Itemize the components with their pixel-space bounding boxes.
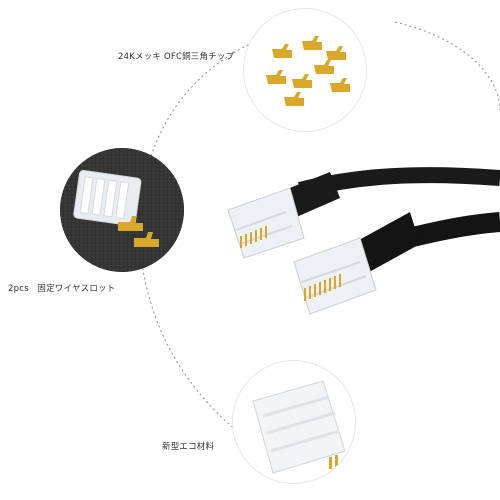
rj45-connector-icon — [227, 187, 305, 259]
eco-material-label: 新型エコ材料 — [162, 442, 215, 452]
gold-contacts-detail — [243, 8, 367, 132]
eco-material-detail — [232, 360, 356, 484]
rj45-connector-icon — [293, 237, 377, 315]
gold-contacts-label: 24Kメッキ OFC銅三角チップ — [118, 52, 235, 62]
fixing-wire-detail — [60, 148, 184, 272]
fixing-wire-slot-icon — [60, 148, 184, 272]
rj45-connector-icon — [252, 380, 346, 474]
gold-contact-chip-icon — [266, 36, 350, 106]
fixing-wire-label: 2pcs 固定ワイヤスロット — [8, 284, 116, 294]
